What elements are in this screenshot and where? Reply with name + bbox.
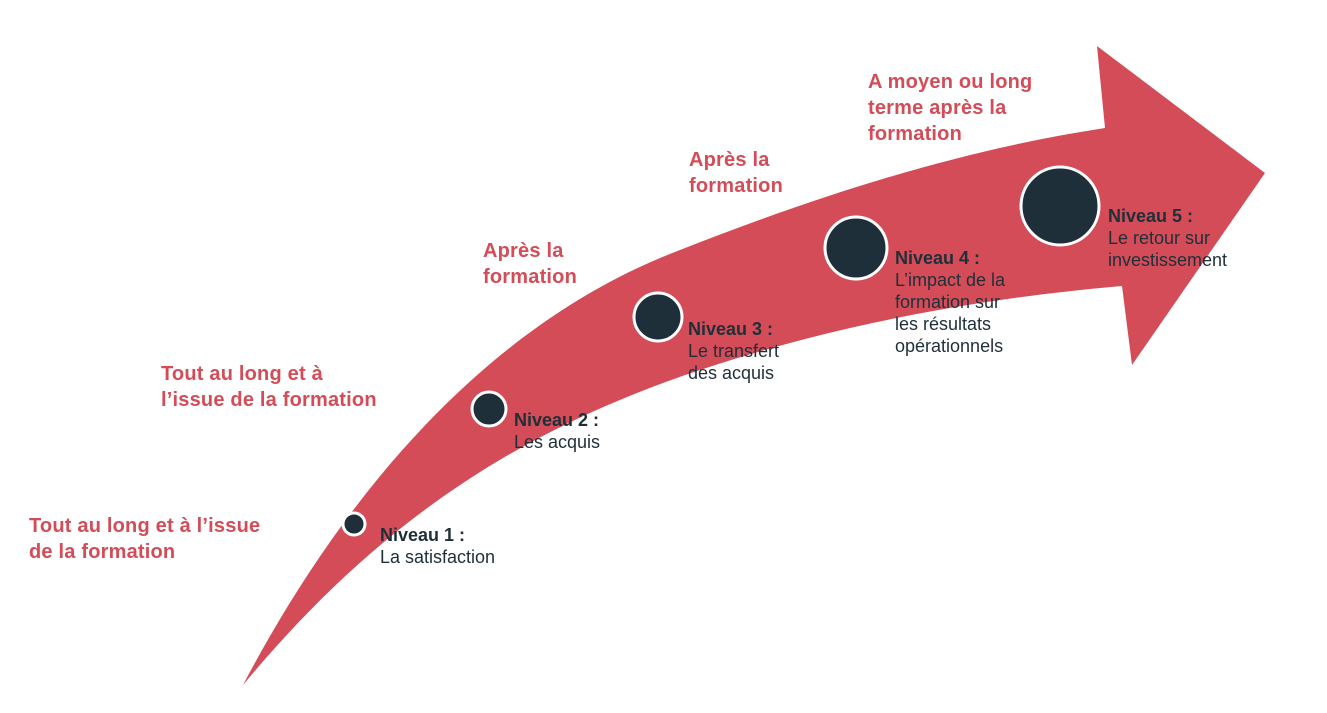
- level-1-label: Niveau 1 : La satisfaction: [380, 524, 495, 568]
- level-5-dot: [1019, 165, 1101, 247]
- level-3-label: Niveau 3 : Le transfert des acquis: [688, 318, 779, 384]
- level-1-desc: La satisfaction: [380, 547, 496, 567]
- level-1-dot: [341, 511, 367, 537]
- level-4-dot: [823, 215, 889, 281]
- level-2-title: Niveau 2 :: [514, 410, 600, 430]
- level-2-timing: Tout au long et à l’issue de la formatio…: [161, 363, 377, 411]
- level-2-dot: [470, 390, 508, 428]
- level-5-label: Niveau 5 : Le retour sur investissement: [1108, 205, 1227, 271]
- level-4-title: Niveau 4 :: [895, 248, 981, 268]
- level-5-timing: A moyen ou long terme après la formation: [868, 71, 1033, 145]
- level-4-timing: Après la formation: [689, 149, 784, 197]
- level-5-desc: Le retour sur investissement: [1108, 228, 1228, 270]
- level-1-title: Niveau 1 :: [380, 525, 466, 545]
- level-2-desc: Les acquis: [514, 432, 601, 452]
- level-4-desc: L’impact de la formation sur les résulta…: [895, 270, 1006, 356]
- level-4-label: Niveau 4 : L’impact de la formation sur …: [895, 247, 1005, 357]
- level-3-dot: [632, 291, 684, 343]
- level-5-title: Niveau 5 :: [1108, 206, 1194, 226]
- level-2-label: Niveau 2 : Les acquis: [514, 409, 600, 453]
- level-3-timing: Après la formation: [483, 240, 578, 288]
- level-3-title: Niveau 3 :: [688, 319, 774, 339]
- level-1-timing: Tout au long et à l’issue de la formatio…: [29, 515, 261, 563]
- arrow-shape: [243, 46, 1265, 685]
- level-3-desc: Le transfert des acquis: [688, 341, 780, 383]
